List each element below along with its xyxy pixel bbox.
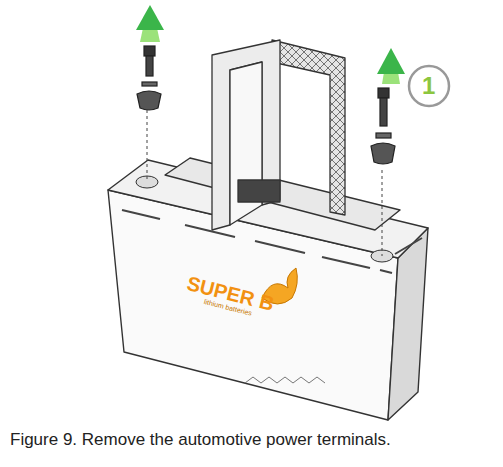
figure-caption: Figure 9. Remove the automotive power te… [10, 430, 391, 450]
callout-number: 1 [422, 72, 435, 100]
removal-arrow [377, 48, 405, 74]
left-terminal [136, 5, 164, 110]
connector-port [238, 180, 280, 202]
washer [142, 82, 157, 86]
vent-slot [122, 210, 160, 219]
bolt-head [144, 46, 155, 56]
handle-front [212, 40, 280, 230]
right-terminal [371, 48, 405, 164]
terminal-plates [136, 176, 393, 262]
bolt-head [378, 88, 389, 98]
vent-slot [322, 257, 370, 268]
guide-line [382, 170, 383, 256]
terminal-bushing [137, 91, 161, 110]
guide-lines [147, 110, 382, 256]
vent-slots [122, 210, 422, 273]
washer [376, 133, 391, 138]
base-ridge [245, 377, 325, 383]
removal-arrow [136, 5, 164, 30]
guide-line [147, 110, 148, 182]
vent-slot [185, 225, 235, 237]
callout-circle [409, 66, 449, 106]
vent-slot [395, 238, 422, 254]
vent-slot [255, 241, 305, 253]
bolt-shaft [146, 56, 153, 76]
removal-arrow [140, 28, 160, 42]
bolt-shaft [380, 98, 387, 126]
terminal-bushing [371, 143, 395, 164]
top-lid [165, 158, 400, 230]
vent-slot [380, 270, 392, 273]
handle-mesh [272, 40, 345, 215]
carry-handle [212, 40, 345, 230]
battery-body [108, 158, 428, 420]
